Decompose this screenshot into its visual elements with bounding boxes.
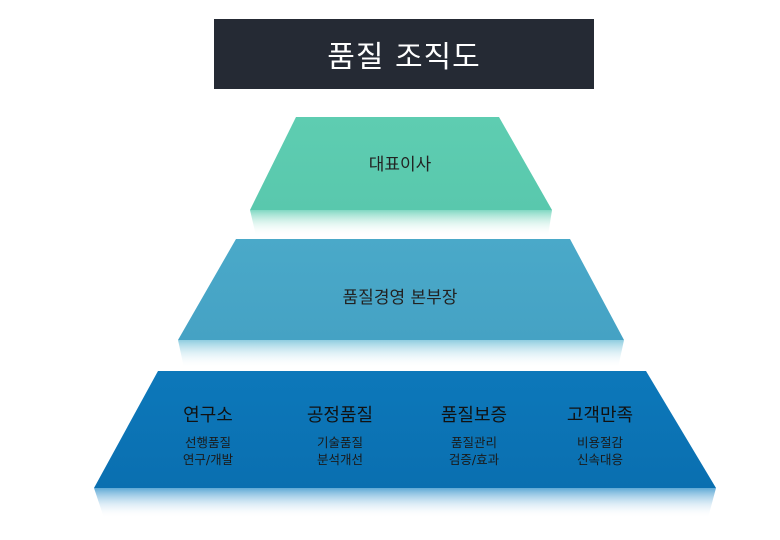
dept-name: 품질보증	[440, 405, 508, 426]
dept-research: 연구소 선행품질 연구/개발	[143, 401, 273, 468]
dept-name: 고객만족	[566, 405, 634, 426]
tier-top-label: 대표이사	[368, 155, 432, 175]
dept-line: 연구/개발	[182, 452, 234, 467]
dept-line: 선행품질	[184, 435, 231, 450]
dept-customer-satisfaction: 고객만족 비용절감 신속대응	[535, 401, 665, 468]
tier-middle-shape	[178, 239, 624, 340]
tier-middle-label: 품질경영 본부장	[342, 288, 458, 308]
tier-bottom-base	[94, 488, 716, 518]
dept-line: 품질관리	[450, 435, 497, 450]
dept-line: 분석개선	[316, 452, 363, 467]
dept-process-quality: 공정품질 기술품질 분석개선	[275, 401, 405, 468]
dept-line: 기술품질	[316, 435, 363, 450]
dept-quality-assurance: 품질보증 품질관리 검증/효과	[409, 401, 539, 468]
tier-bottom-shape	[94, 371, 716, 488]
tier-top-base	[250, 210, 552, 236]
dept-line: 신속대응	[576, 452, 623, 467]
dept-line: 검증/효과	[448, 452, 500, 467]
tier-middle-base	[178, 340, 624, 368]
dept-name: 연구소	[183, 405, 233, 426]
dept-name: 공정품질	[306, 405, 374, 426]
dept-line: 비용절감	[576, 435, 623, 450]
tier-top-shape	[250, 117, 552, 210]
chart-title: 품질 조직도	[214, 19, 594, 89]
